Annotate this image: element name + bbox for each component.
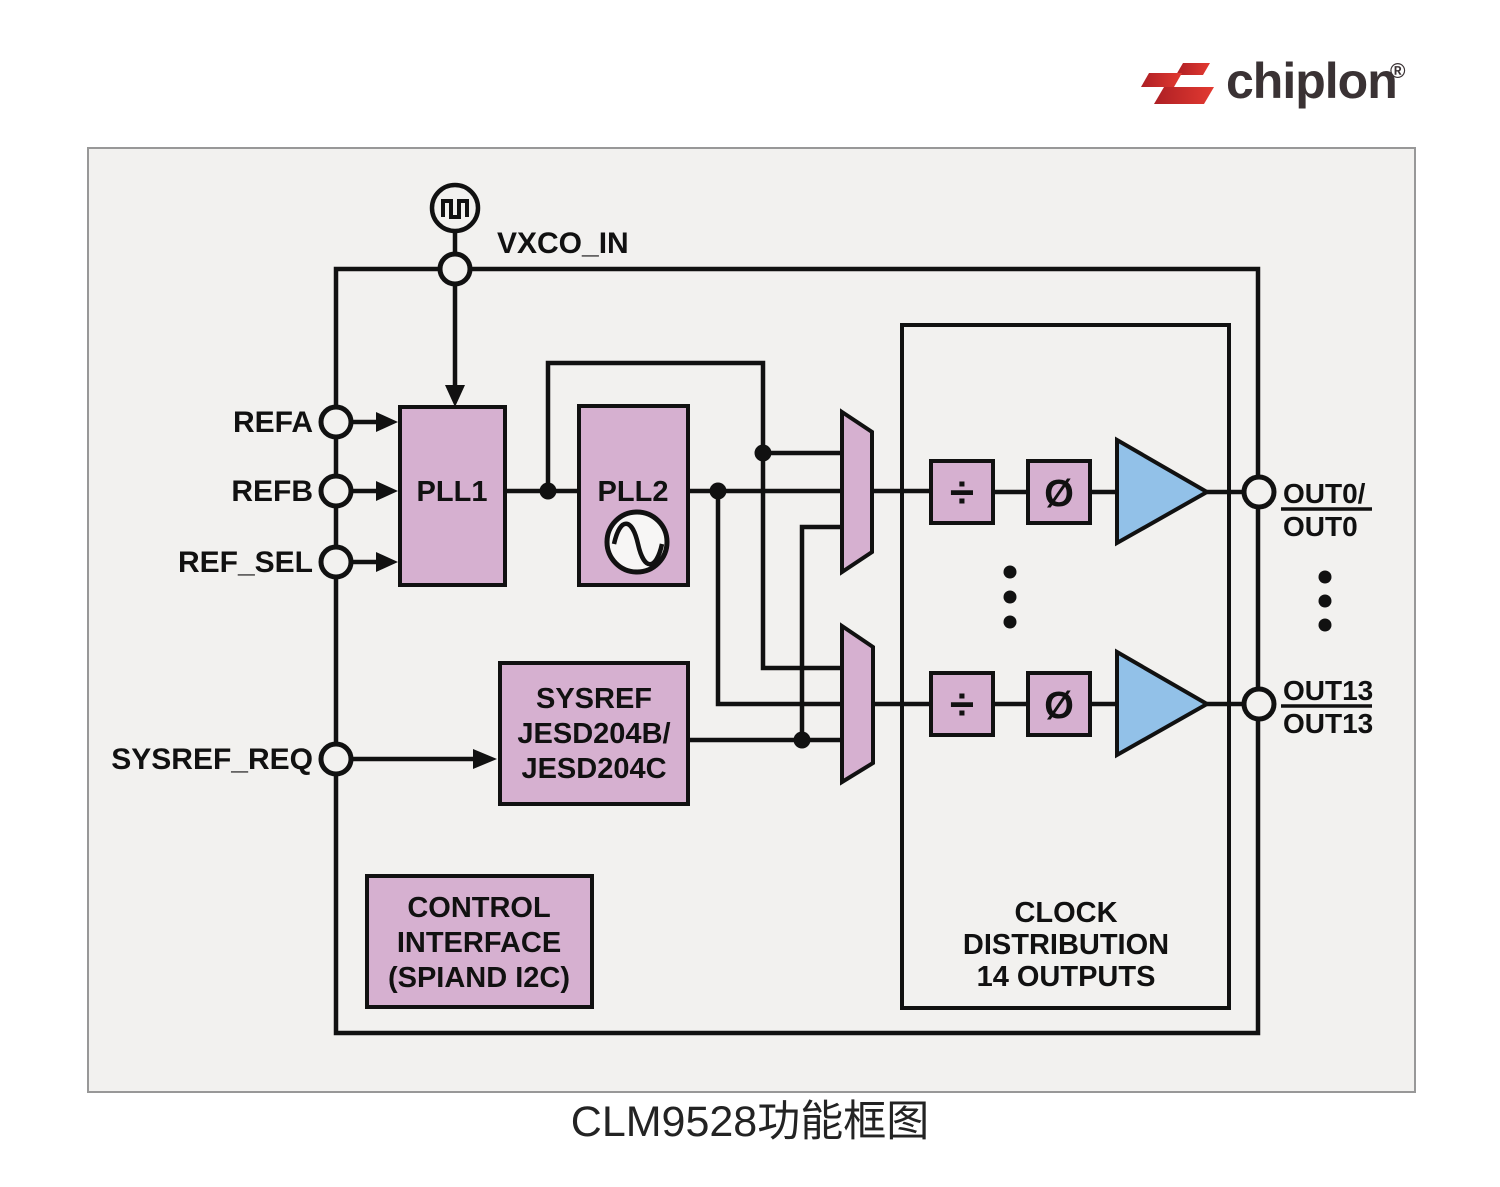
out0-label: OUT0/ OUT0 — [1281, 478, 1372, 542]
clock-dist-label-line3: 14 OUTPUTS — [977, 961, 1156, 993]
out13-label-bottom: OUT13 — [1283, 708, 1373, 739]
chiplon-logo-icon — [1141, 63, 1214, 104]
sysref-label-line2: JESD204B/ — [517, 718, 670, 750]
junction-pll2-out — [709, 482, 727, 500]
phase2-block — [1026, 671, 1092, 737]
phase2-symbol: Ø — [1044, 685, 1074, 727]
arrowhead-ref-sel — [376, 552, 398, 572]
logo-bar-top — [1176, 63, 1210, 75]
logo-bar-bottom — [1154, 87, 1214, 104]
junction-sysref-out — [793, 731, 811, 749]
ellipsis-dot — [1003, 615, 1017, 629]
out13-label-top: OUT13 — [1283, 675, 1373, 706]
control-label-line3: (SPIAND I2C) — [388, 962, 570, 994]
pll2-label: PLL2 — [598, 476, 669, 508]
divider1-symbol: ÷ — [950, 468, 974, 517]
ellipsis-dot — [1318, 594, 1332, 608]
buffer2-triangle-icon — [1115, 648, 1212, 759]
registered-mark: ® — [1390, 60, 1406, 83]
label-refa: REFA — [233, 406, 313, 439]
figure-caption: CLM9528功能框图 — [571, 1098, 929, 1146]
port-vxco-in — [437, 251, 473, 287]
control-label-line2: INTERFACE — [397, 927, 561, 959]
port-refb — [318, 473, 354, 509]
divider2-block — [929, 671, 995, 737]
arrowhead-refa — [376, 412, 398, 432]
brand-name: chiplon — [1226, 53, 1397, 109]
phase1-block — [1026, 459, 1092, 525]
port-circles — [318, 251, 1277, 777]
ellipsis-dot — [1318, 618, 1332, 632]
mux2-shape — [840, 622, 875, 786]
ellipsis-dot — [1003, 590, 1017, 604]
figure-panel — [87, 147, 1416, 1093]
sine-wave-icon — [611, 521, 665, 567]
ellipsis-dots — [1003, 565, 1332, 632]
sysref-block — [498, 661, 690, 806]
label-ref-sel: REF_SEL — [178, 546, 313, 579]
wire-feedback-loop — [545, 360, 840, 671]
divider2-symbol: ÷ — [950, 680, 974, 729]
arrowhead-sysref-req — [473, 749, 497, 769]
pll1-label: PLL1 — [417, 476, 488, 508]
clock-dist-label-line2: DISTRIBUTION — [963, 929, 1169, 961]
clock-distribution-box — [900, 323, 1231, 1010]
sysref-label-line1: SYSREF — [536, 683, 652, 715]
label-refb: REFB — [231, 475, 313, 508]
junction-dots — [539, 444, 811, 749]
label-sysref-req: SYSREF_REQ — [111, 743, 313, 776]
clock-dist-label-line1: CLOCK — [1014, 897, 1117, 929]
buffer1-triangle-icon — [1115, 436, 1212, 547]
chip-boundary-box — [333, 266, 1261, 1036]
out13-label: OUT13 OUT13 — [1281, 675, 1373, 739]
arrowhead-refb — [376, 481, 398, 501]
port-out0 — [1241, 474, 1277, 510]
label-vxco-in: VXCO_IN — [497, 227, 629, 260]
out0-label-top: OUT0/ — [1283, 478, 1366, 509]
square-wave-icon — [441, 199, 469, 219]
junction-pll1-out — [539, 482, 557, 500]
clock-source-icon — [429, 182, 481, 234]
phase1-symbol: Ø — [1044, 473, 1074, 515]
ellipsis-dot — [1318, 570, 1332, 584]
port-refa — [318, 404, 354, 440]
wire-sysref-branch-to-mux1 — [799, 524, 840, 740]
port-sysref-req — [318, 741, 354, 777]
control-interface-block — [365, 874, 594, 1009]
ellipsis-dot — [1003, 565, 1017, 579]
port-ref-sel — [318, 544, 354, 580]
wire-pll2-branch-to-mux2 — [715, 491, 840, 707]
pll1-block — [398, 405, 507, 587]
arrowhead-vxco-pll1 — [445, 385, 465, 407]
junction-feedback — [754, 444, 772, 462]
wires — [350, 232, 1244, 769]
sysref-label-line3: JESD204C — [521, 753, 666, 785]
divider1-block — [929, 459, 995, 525]
control-label-line1: CONTROL — [407, 892, 550, 924]
logo-bar-middle — [1141, 73, 1182, 87]
out0-label-bottom: OUT0 — [1283, 511, 1358, 542]
port-out13 — [1241, 686, 1277, 722]
brand-logo: chiplon ® — [1141, 53, 1406, 109]
mux1-shape — [840, 408, 874, 576]
